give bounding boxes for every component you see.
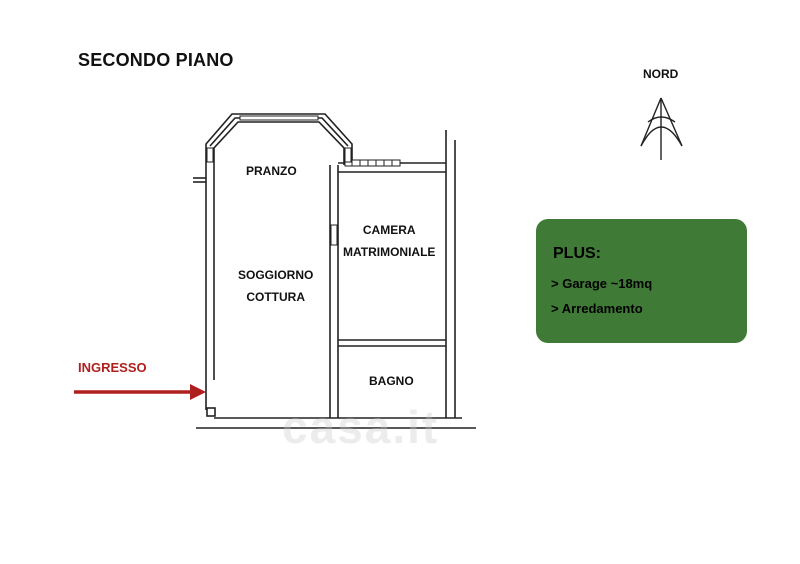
room-label: PRANZO [246,164,297,178]
plus-item: > Garage ~18mq [551,276,653,291]
room-camera: CAMERA MATRIMONIALE [343,219,435,263]
room-label-line-1: SOGGIORNO [238,268,314,282]
entrance-label: INGRESSO [78,360,147,375]
north-arrow-icon [640,97,683,160]
room-label-line-2: MATRIMONIALE [343,245,436,259]
room-pranzo: PRANZO [246,160,297,182]
plan-title: SECONDO PIANO [78,50,234,70]
watermark-logo: casa.it [282,401,440,453]
room-soggiorno: SOGGIORNO COTTURA [238,264,313,308]
north-label: NORD [643,67,679,81]
room-label-line-1: CAMERA [362,223,416,237]
entrance-arrow-icon [74,384,206,400]
windows [206,115,401,246]
walls [193,113,476,429]
room-bagno: BAGNO [369,370,414,392]
plus-title: PLUS: [553,245,601,262]
plus-box: PLUS: > Garage ~18mq > Arredamento [536,219,747,343]
room-label: BAGNO [369,374,414,388]
plus-item: > Arredamento [551,301,643,316]
room-label-line-2: COTTURA [246,290,305,304]
